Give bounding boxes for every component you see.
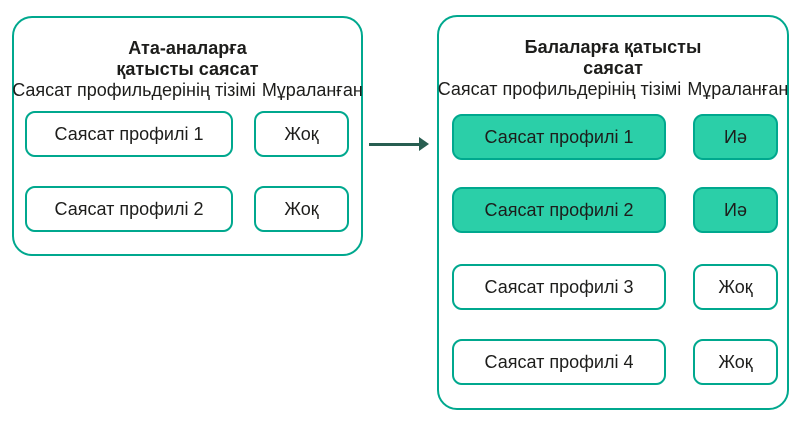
parent-policy-panel: Ата-аналарға қатысты саясат Саясат профи… [12, 16, 363, 256]
arrow-line [369, 143, 420, 146]
profile-box: Саясат профилі 1 [452, 114, 666, 160]
inherited-value-box: Иә [693, 187, 778, 233]
parent-panel-title: Ата-аналарға қатысты саясат [116, 38, 259, 79]
inherited-value-label: Иә [724, 126, 747, 147]
inherited-value-box: Жоқ [693, 264, 778, 310]
inherited-value-label: Иә [724, 199, 747, 220]
parent-column-headers: Саясат профильдерінің тізімі Мұраланған [12, 80, 363, 101]
column-header-inherited: Мұраланған [261, 80, 363, 100]
inherited-value-label: Жоқ [284, 123, 319, 144]
inherited-value-label: Жоқ [718, 351, 753, 372]
child-policy-panel: Балаларға қатысты саясат Саясат профильд… [437, 15, 789, 410]
inherited-value-box: Иә [693, 114, 778, 160]
inherited-value-box: Жоқ [254, 111, 349, 157]
inherited-value-label: Жоқ [284, 198, 319, 219]
inheritance-arrow-icon [369, 136, 429, 152]
profile-box: Саясат профилі 4 [452, 339, 666, 385]
column-header-profiles: Саясат профильдерінің тізімі [437, 79, 682, 99]
inherited-value-label: Жоқ [718, 276, 753, 297]
profile-label: Саясат профилі 3 [484, 276, 634, 297]
profile-box: Саясат профилі 2 [452, 187, 666, 233]
profile-label: Саясат профилі 2 [54, 198, 204, 219]
inherited-value-box: Жоқ [693, 339, 778, 385]
arrow-head [419, 137, 429, 151]
profile-label: Саясат профилі 2 [484, 199, 634, 220]
inherited-value-box: Жоқ [254, 186, 349, 232]
child-panel-title: Балаларға қатысты саясат [524, 37, 702, 78]
profile-label: Саясат профилі 1 [484, 126, 634, 147]
column-header-inherited: Мұраланған [687, 79, 789, 99]
child-column-headers: Саясат профильдерінің тізімі Мұраланған [437, 79, 789, 100]
column-header-profiles: Саясат профильдерінің тізімі [12, 80, 256, 100]
profile-label: Саясат профилі 4 [484, 351, 634, 372]
profile-box: Саясат профилі 3 [452, 264, 666, 310]
profile-box: Саясат профилі 2 [25, 186, 233, 232]
profile-box: Саясат профилі 1 [25, 111, 233, 157]
profile-label: Саясат профилі 1 [54, 123, 204, 144]
